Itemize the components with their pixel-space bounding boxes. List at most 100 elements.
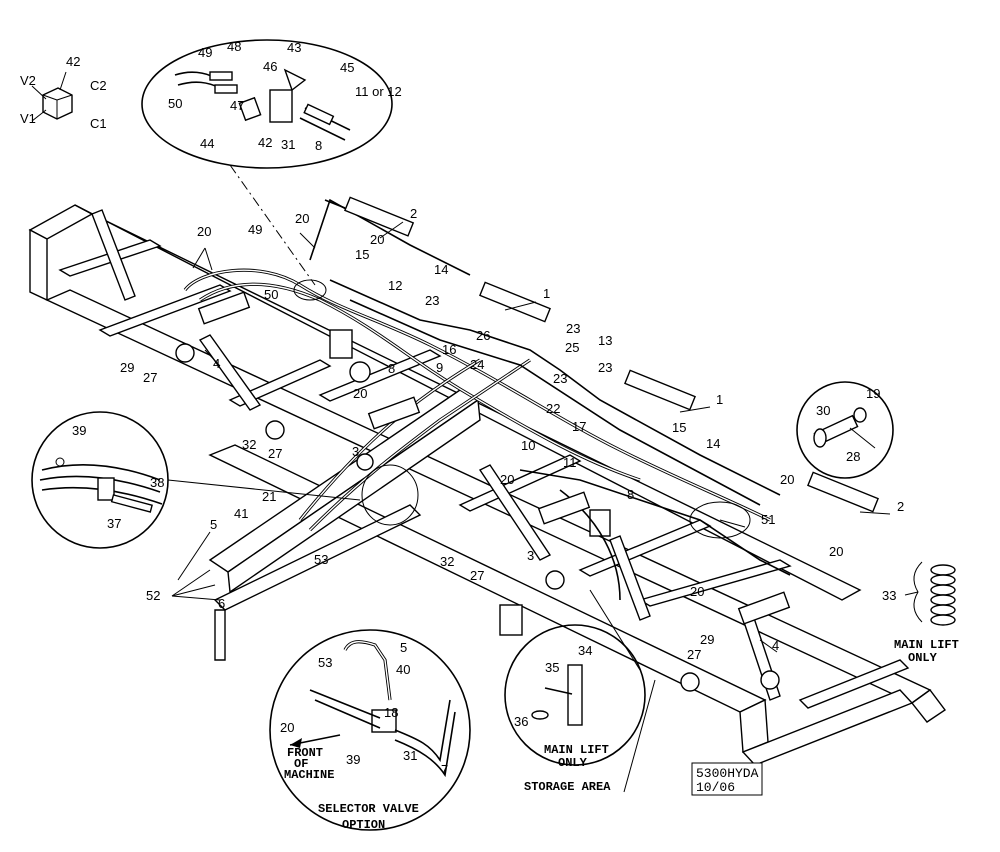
part-callout: 17 xyxy=(572,419,586,434)
part-callout: 20 xyxy=(500,472,514,487)
detail-clamp-bubble xyxy=(31,411,361,549)
part-callout: 22 xyxy=(546,401,560,416)
part-callout: 11 xyxy=(563,455,577,470)
part-callout: 27 xyxy=(268,446,282,461)
part-callout: 37 xyxy=(107,516,121,531)
part-callout: 14 xyxy=(434,262,448,277)
part-callout: 15 xyxy=(672,420,686,435)
part-callout: 40 xyxy=(396,662,410,677)
main-lift-only-caption-storage: ONLY xyxy=(558,756,588,770)
part-callout: 6 xyxy=(218,596,225,611)
part-callout: 53 xyxy=(314,552,328,567)
part-callout: 10 xyxy=(521,438,535,453)
part-callout: 44 xyxy=(200,136,214,151)
part-callout: 29 xyxy=(120,360,134,375)
part-callout: 20 xyxy=(353,386,367,401)
detail-valve-bubble xyxy=(141,39,393,286)
part-callout: 19 xyxy=(866,386,880,401)
part-callout: 31 xyxy=(281,137,295,152)
captions: FRONT OF MACHINE SELECTOR VALVE OPTION M… xyxy=(284,638,959,832)
part-callout: C2 xyxy=(90,78,107,93)
part-callout: 7 xyxy=(441,762,448,777)
part-callout: 32 xyxy=(242,437,256,452)
detail-storage-bubble xyxy=(504,589,646,766)
part-callout: 20 xyxy=(295,211,309,226)
part-callout: 9 xyxy=(436,360,443,375)
hydraulic-hoses xyxy=(183,198,791,601)
part-callout: 27 xyxy=(143,370,157,385)
part-callout: 38 xyxy=(150,475,164,490)
part-callout: 47 xyxy=(230,98,244,113)
part-callout: 30 xyxy=(816,403,830,418)
selector-valve-caption: OPTION xyxy=(342,818,385,832)
storage-area-caption: STORAGE AREA xyxy=(524,780,611,794)
main-lift-only-caption-washers: MAIN LIFT xyxy=(894,638,959,652)
part-callout: 48 xyxy=(227,39,241,54)
part-callout: V1 xyxy=(20,111,36,126)
cylinder-2-top xyxy=(324,196,415,237)
drawing-stamp: 5300HYDA 10/06 xyxy=(691,762,763,796)
part-callout: 42 xyxy=(66,54,80,69)
part-callout: 1 xyxy=(543,286,550,301)
part-callout: 14 xyxy=(706,436,720,451)
part-callout: 20 xyxy=(370,232,384,247)
front-of-machine-label: OF xyxy=(294,757,308,771)
leader-lines xyxy=(171,221,919,793)
part-callout: 2 xyxy=(897,499,904,514)
part-callout: 49 xyxy=(198,45,212,60)
part-callout: 39 xyxy=(72,423,86,438)
washer-stack-icon xyxy=(913,561,956,626)
part-callout: 42 xyxy=(258,135,272,150)
part-callout: 4 xyxy=(213,356,220,371)
part-callout: V2 xyxy=(20,73,36,88)
part-callout: 23 xyxy=(553,371,567,386)
part-callout: 8 xyxy=(315,138,322,153)
part-callout: 26 xyxy=(476,328,490,343)
part-callout: 24 xyxy=(470,357,484,372)
part-callout: 28 xyxy=(846,449,860,464)
drawing-code: 5300HYDA xyxy=(696,766,759,781)
part-callout: 50 xyxy=(168,96,182,111)
part-callout: 8 xyxy=(627,487,634,502)
main-lift-only-caption-storage: MAIN LIFT xyxy=(544,743,609,757)
part-callout: 20 xyxy=(829,544,843,559)
part-callout: 46 xyxy=(263,59,277,74)
part-callout: 12 xyxy=(388,278,402,293)
part-callout: 20 xyxy=(690,584,704,599)
part-callout: 23 xyxy=(598,360,612,375)
part-callout: 20 xyxy=(780,472,794,487)
part-callout: 15 xyxy=(355,247,369,262)
part-callout: 35 xyxy=(545,660,559,675)
part-callout: 34 xyxy=(578,643,592,658)
cylinder-1-lower xyxy=(624,369,696,411)
cylinder-1-upper xyxy=(479,281,551,323)
part-callout: 20 xyxy=(280,720,294,735)
detail-selector-valve-bubble xyxy=(269,629,471,831)
part-callout: 27 xyxy=(687,647,701,662)
detail-pin-bubble xyxy=(796,381,894,479)
part-callout: 2 xyxy=(410,206,417,221)
part-callout: 33 xyxy=(882,588,896,603)
part-callout: 41 xyxy=(234,506,248,521)
part-callout: 27 xyxy=(470,568,484,583)
part-callout: 49 xyxy=(248,222,262,237)
main-lift-only-caption-washers: ONLY xyxy=(908,651,938,665)
front-of-machine-label: FRONT xyxy=(287,746,323,760)
cylinder-2-lower xyxy=(807,471,879,513)
part-callout: 13 xyxy=(598,333,612,348)
part-callout: 45 xyxy=(340,60,354,75)
part-callout: 36 xyxy=(514,714,528,729)
part-callout: 50 xyxy=(264,287,278,302)
wheels xyxy=(175,343,780,692)
part-callout: 5 xyxy=(400,640,407,655)
part-callout: 3 xyxy=(527,548,534,563)
part-callout: 32 xyxy=(440,554,454,569)
part-callout: 20 xyxy=(197,224,211,239)
detail-valve-block xyxy=(31,71,73,122)
part-callout: 52 xyxy=(146,588,160,603)
part-callout: 43 xyxy=(287,40,301,55)
part-callout: 23 xyxy=(566,321,580,336)
part-callout: 1 xyxy=(716,392,723,407)
